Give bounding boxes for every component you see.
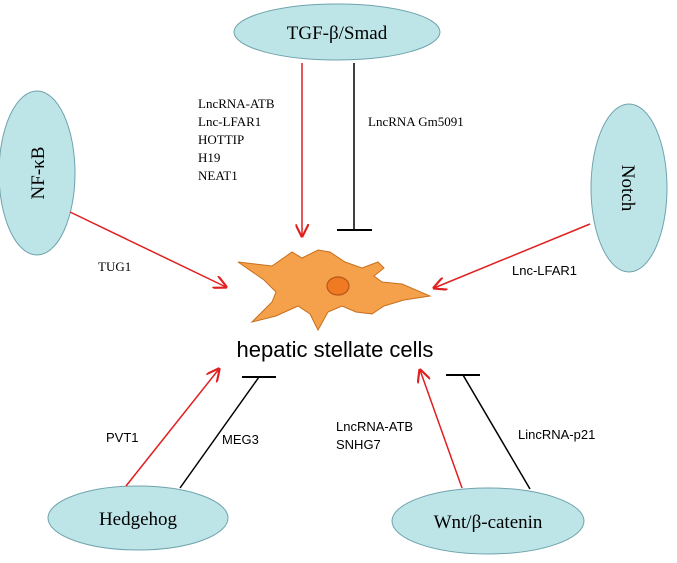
label-notch-lnc-lfar1: Lnc-LFAR1	[512, 263, 577, 278]
node-notch: Notch	[590, 103, 668, 273]
label-wnt-lncrna-atb: LncRNA-ATB	[336, 419, 413, 434]
label-neat1: NEAT1	[198, 168, 238, 183]
node-wnt-label: Wnt/β-catenin	[434, 512, 543, 533]
label-lincrna-p21: LincRNA-p21	[518, 427, 595, 442]
node-notch-label: Notch	[617, 165, 638, 212]
node-tgf-smad: TGF-β/Smad	[233, 3, 441, 61]
label-lncrna-atb: LncRNA-ATB	[198, 96, 275, 111]
edge-hedgehog-inhibition	[179, 376, 276, 489]
label-lncrna-gm5091: LncRNA Gm5091	[368, 114, 464, 129]
edge-hedgehog-activation	[125, 369, 219, 487]
cell-nucleus	[326, 276, 350, 296]
edge-nfkb-activation	[69, 211, 226, 287]
node-wnt: Wnt/β-catenin	[391, 487, 585, 555]
edge-wnt-inhibition	[446, 374, 531, 490]
label-tug1: TUG1	[98, 259, 131, 274]
edge-tgf-inhibition	[337, 63, 372, 231]
label-snhg7: SNHG7	[336, 437, 381, 452]
edge-labels-tgf-activation: LncRNA-ATB Lnc-LFAR1 HOTTIP H19 NEAT1	[198, 96, 275, 183]
node-hedgehog-label: Hedgehog	[99, 509, 178, 530]
edge-notch-activation	[434, 223, 591, 288]
label-meg3: MEG3	[222, 432, 259, 447]
center-label: hepatic stellate cells	[237, 337, 434, 362]
label-pvt1: PVT1	[106, 430, 139, 445]
label-lnc-lfar1: Lnc-LFAR1	[198, 114, 261, 129]
label-h19: H19	[198, 150, 220, 165]
node-hedgehog: Hedgehog	[47, 485, 229, 551]
node-tgf-label: TGF-β/Smad	[287, 23, 388, 44]
label-hottip: HOTTIP	[198, 132, 244, 147]
edge-wnt-activation	[420, 370, 463, 489]
node-nfkb-label: NF-κB	[28, 147, 49, 200]
edge-labels-wnt-activation: LncRNA-ATB SNHG7	[336, 419, 413, 452]
stellate-cell-icon	[237, 249, 432, 332]
node-nf-kb: NF-κB	[0, 90, 76, 256]
